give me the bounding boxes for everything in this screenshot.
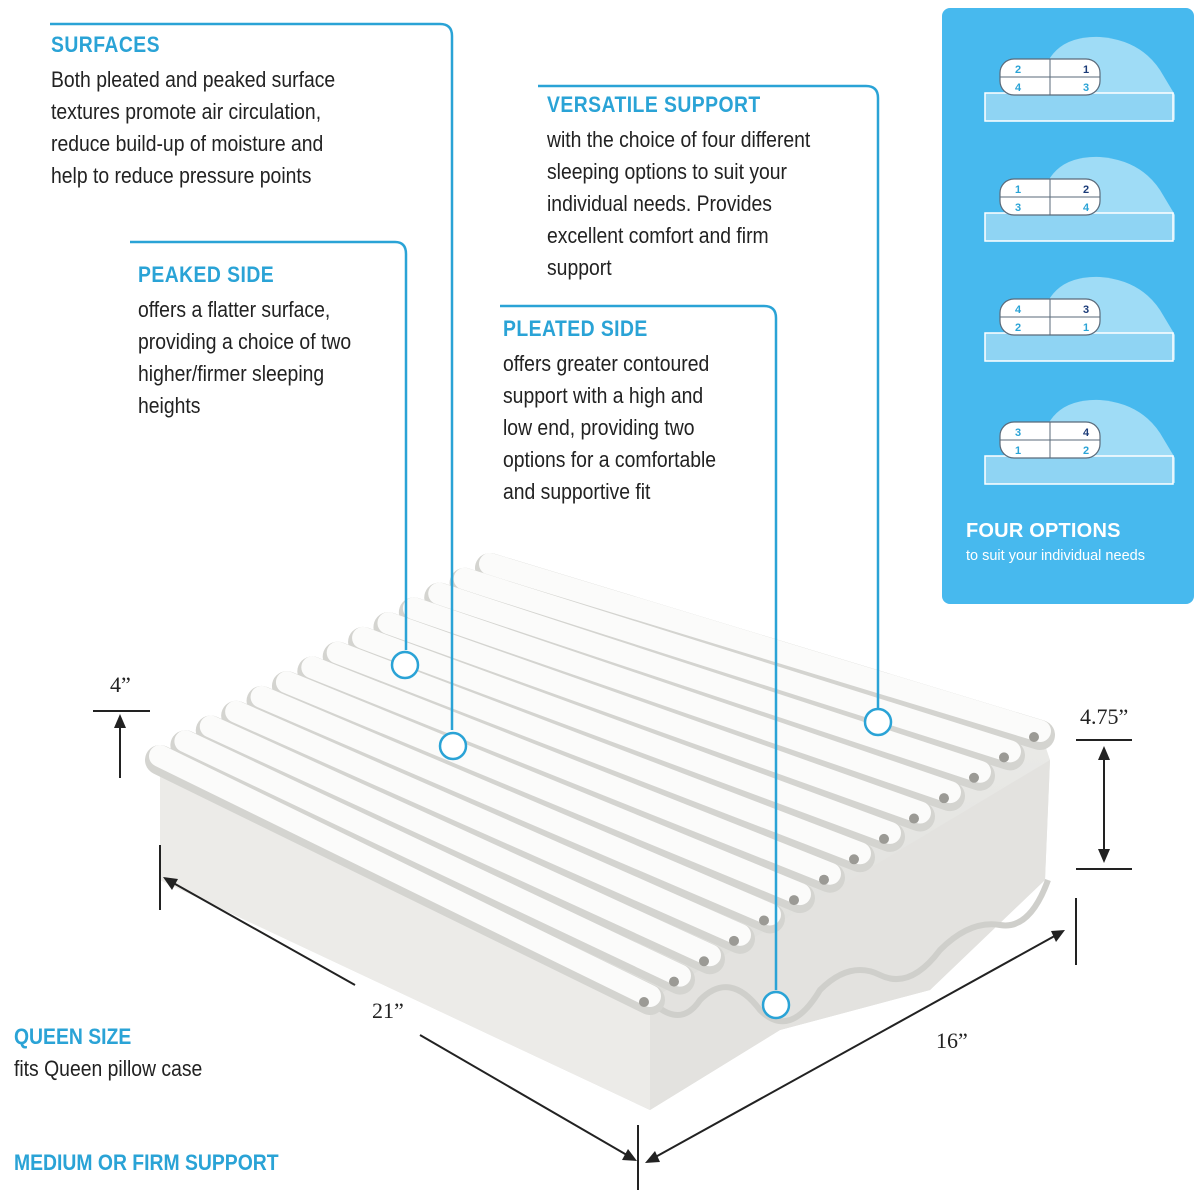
pillow-hole bbox=[1029, 732, 1039, 742]
option-number-label: 4 bbox=[1083, 427, 1090, 439]
pillow-rib bbox=[402, 597, 961, 804]
callout-lines bbox=[50, 22, 893, 1020]
option-number-label: 1 bbox=[1083, 64, 1089, 76]
option-number-label: 2 bbox=[1015, 64, 1021, 76]
callout-line: low end, providing two bbox=[503, 415, 695, 440]
four-options-subtitle: to suit your individual needs bbox=[966, 548, 1145, 564]
pillow-hole bbox=[729, 935, 739, 946]
callout-line: offers a flatter surface, bbox=[138, 297, 331, 322]
callout-line: higher/firmer sleeping bbox=[138, 361, 325, 386]
pillow-hole bbox=[669, 976, 679, 987]
mattress-icon bbox=[984, 212, 1174, 242]
callout-versatile-support: VERSATILE SUPPORT with the choice of fou… bbox=[547, 92, 867, 284]
option-number-label: 3 bbox=[1083, 304, 1089, 316]
dimension-length: 21” bbox=[372, 998, 404, 1023]
callout-line: heights bbox=[138, 393, 201, 418]
callout-line: help to reduce pressure points bbox=[51, 163, 312, 188]
options-illustrations: 2 1 4 3 1 2 3 4 4 3 2 1 3 4 1 2 bbox=[984, 36, 1175, 485]
option-number-label: 1 bbox=[1015, 184, 1021, 196]
mattress-icon bbox=[984, 332, 1174, 362]
sleep-option-3: 4 3 2 1 bbox=[984, 276, 1175, 362]
pillow-hole bbox=[759, 915, 769, 926]
callout-line: sleeping options to suit your bbox=[547, 159, 788, 184]
callout-line: support bbox=[547, 255, 612, 280]
pillow-rib bbox=[453, 567, 1021, 763]
mattress-icon bbox=[984, 455, 1174, 485]
sleep-option-2: 1 2 3 4 bbox=[984, 156, 1175, 242]
pillow-rib bbox=[326, 641, 871, 865]
size-title: QUEEN SIZE bbox=[14, 1024, 132, 1049]
sleep-option-4: 3 4 1 2 bbox=[984, 399, 1175, 485]
callout-line: with the choice of four different bbox=[547, 127, 811, 152]
callout-line: offers greater contoured bbox=[503, 351, 710, 376]
option-number-label: 1 bbox=[1083, 322, 1089, 334]
pillow-hole bbox=[939, 793, 949, 804]
four-options-title: FOUR OPTIONS bbox=[966, 520, 1121, 542]
pillow-hole bbox=[639, 997, 649, 1007]
option-number-label: 2 bbox=[1015, 322, 1021, 334]
pillow-hole bbox=[789, 895, 799, 906]
callout-line: individual needs. Provides bbox=[547, 191, 772, 216]
dimension-lines bbox=[93, 710, 1132, 1190]
option-number-label: 3 bbox=[1015, 202, 1021, 214]
option-number-label: 3 bbox=[1083, 82, 1089, 94]
pillow-rib bbox=[250, 685, 781, 926]
pillow-hole bbox=[999, 752, 1009, 763]
pillow-hole bbox=[969, 772, 979, 783]
pillow-holes bbox=[639, 732, 1039, 1007]
dimension-height-low: 4” bbox=[110, 672, 131, 697]
size-text: fits Queen pillow case bbox=[14, 1056, 203, 1081]
pillow-hole bbox=[849, 854, 859, 865]
dimension-height-high: 4.75” bbox=[1080, 704, 1129, 729]
callout-line: textures promote air circulation, bbox=[51, 99, 322, 124]
mattress-icon bbox=[984, 92, 1174, 122]
pillow-hole bbox=[909, 813, 919, 824]
callout-line: providing a choice of two bbox=[138, 329, 352, 354]
callout-line: options for a comfortable bbox=[503, 447, 717, 472]
pillow-rib bbox=[377, 612, 931, 824]
option-number-label: 4 bbox=[1015, 304, 1022, 316]
callout-surfaces: SURFACES Both pleated and peaked surface… bbox=[51, 32, 431, 192]
pillow-hole bbox=[819, 874, 829, 885]
callout-line: Both pleated and peaked surface bbox=[51, 67, 336, 92]
option-number-label: 4 bbox=[1083, 202, 1090, 214]
pillow-rib bbox=[199, 715, 721, 967]
callout-line: excellent comfort and firm bbox=[547, 223, 769, 248]
pillow-rib bbox=[479, 553, 1051, 742]
sleep-option-1: 2 1 4 3 bbox=[984, 36, 1175, 122]
callout-title: PLEATED SIDE bbox=[503, 316, 648, 341]
pillow-hole bbox=[699, 956, 709, 967]
pillow-rib bbox=[225, 700, 751, 946]
support-title: MEDIUM OR FIRM SUPPORT bbox=[14, 1150, 279, 1175]
option-number-label: 2 bbox=[1083, 184, 1089, 196]
pillow-rib bbox=[428, 582, 991, 783]
callout-title: VERSATILE SUPPORT bbox=[547, 92, 761, 117]
option-number-label: 2 bbox=[1083, 445, 1089, 457]
option-number-label: 4 bbox=[1015, 82, 1022, 94]
callout-line: support with a high and bbox=[503, 383, 704, 408]
option-number-label: 1 bbox=[1015, 445, 1021, 457]
callout-peaked-side: PEAKED SIDE offers a flatter surface, pr… bbox=[138, 262, 398, 422]
pillow-hole bbox=[879, 833, 889, 844]
callout-title: PEAKED SIDE bbox=[138, 262, 275, 287]
callout-line: reduce build-up of moisture and bbox=[51, 131, 324, 156]
callout-line: and supportive fit bbox=[503, 479, 651, 504]
pillow-rib bbox=[174, 730, 691, 987]
option-number-label: 3 bbox=[1015, 427, 1021, 439]
callout-title: SURFACES bbox=[51, 32, 160, 57]
pillow-rib bbox=[301, 656, 841, 885]
pillow-ribs bbox=[145, 553, 1055, 1015]
pillow-rib bbox=[275, 671, 811, 906]
callout-pleated-side: PLEATED SIDE offers greater contoured su… bbox=[503, 316, 763, 508]
pillow-rib bbox=[149, 745, 661, 1007]
dimension-width: 16” bbox=[936, 1028, 968, 1053]
